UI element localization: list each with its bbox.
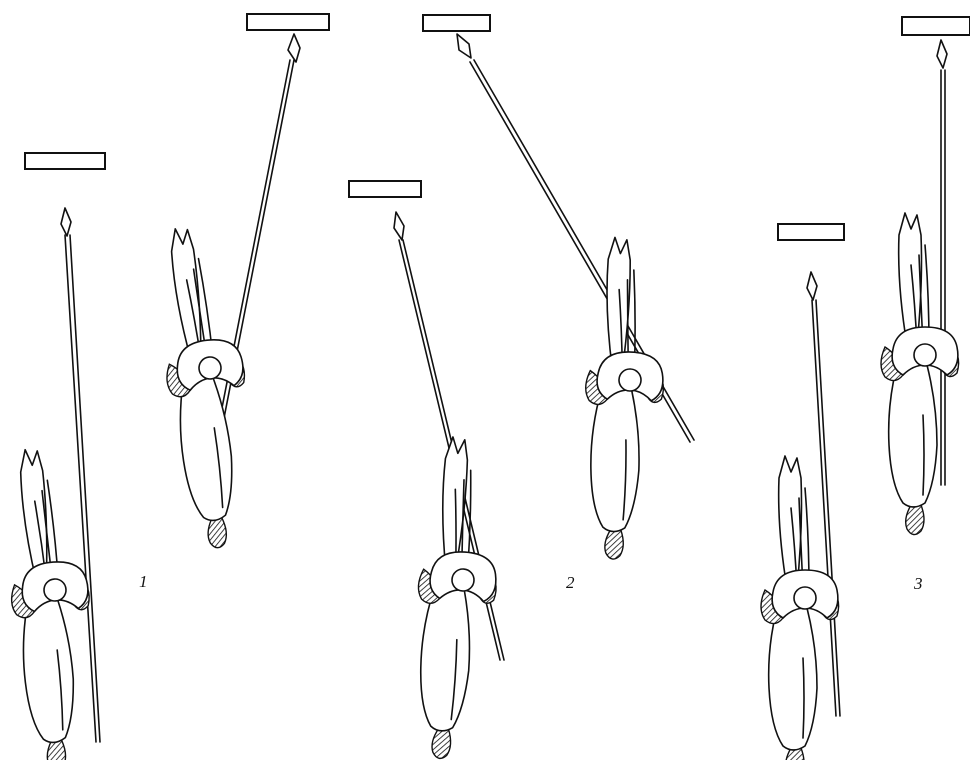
target-plate (348, 180, 422, 198)
target-plate (422, 14, 491, 32)
figure-2-group (348, 14, 695, 760)
figure-3-group (760, 16, 970, 760)
figure-label-1: 1 (139, 572, 148, 591)
target-plate (901, 16, 970, 36)
figure-label-2: 2 (566, 573, 575, 592)
figure-label-3: 3 (914, 574, 923, 593)
target-plate (24, 152, 106, 170)
target-plate (246, 13, 330, 31)
target-plate (777, 223, 845, 241)
figure-1-group (0, 13, 330, 760)
